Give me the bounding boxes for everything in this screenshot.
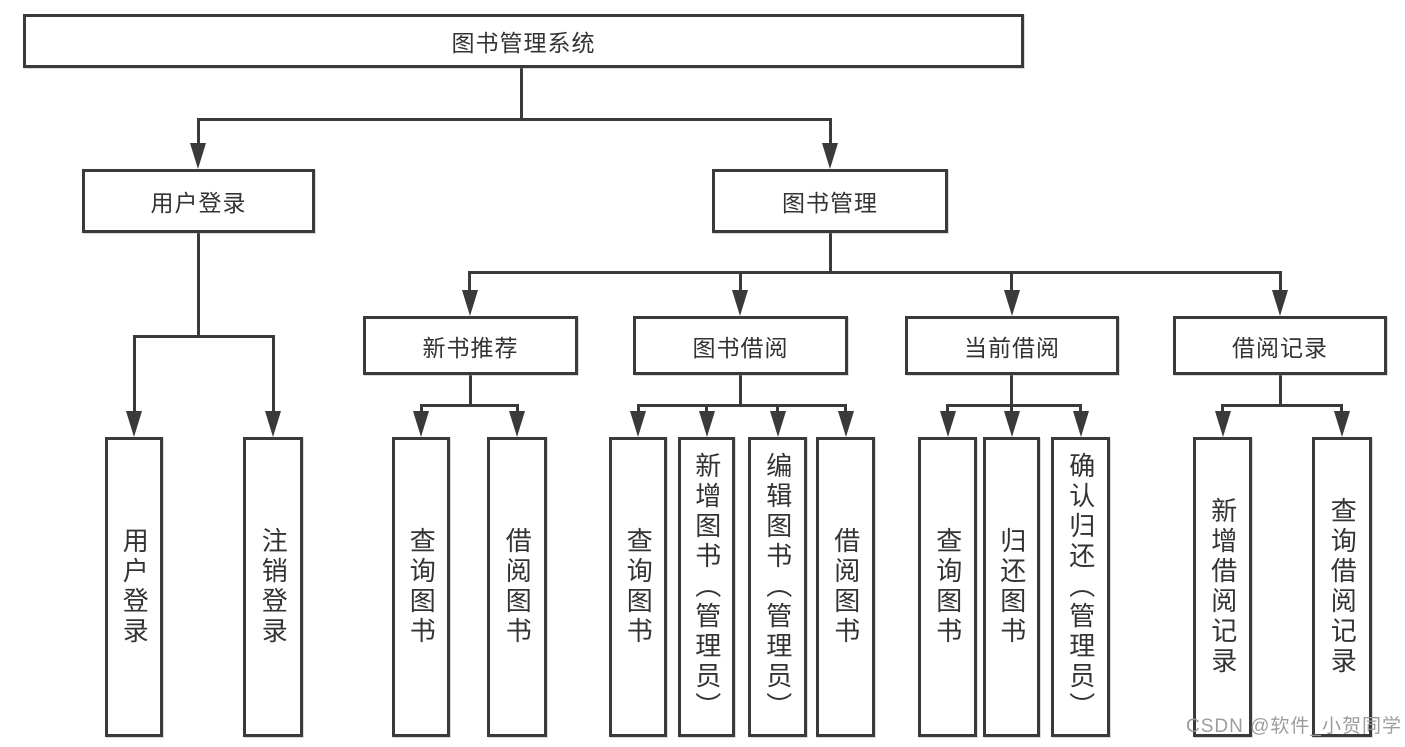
node-query-borrow-record-label: 查询借阅记录 [1327, 497, 1358, 677]
arrow-down-icon [190, 143, 206, 169]
node-book-mgmt-label: 图书管理 [782, 190, 878, 216]
node-user-login: 用户登录 [82, 169, 315, 233]
node-user-login-label: 用户登录 [150, 190, 247, 216]
arrow-down-icon [413, 411, 429, 437]
edge-drop-leaf [1340, 404, 1343, 413]
arrow-down-icon [265, 411, 281, 437]
edge-new-book-rec-stub [469, 375, 472, 407]
arrow-down-icon [462, 290, 478, 316]
edge-drop-leaf [420, 404, 423, 413]
edge-drop-book-borrow [739, 271, 742, 292]
node-edit-books-admin-label: 编辑图书（管理员） [762, 452, 793, 722]
node-borrow-books-borrow: 借阅图书 [816, 437, 875, 737]
edge-drop-leaf [1010, 404, 1013, 413]
node-book-borrow-label: 图书借阅 [692, 334, 789, 361]
node-query-borrow-record: 查询借阅记录 [1312, 437, 1372, 737]
edge-drop-leaf [705, 404, 708, 413]
arrow-down-icon [1215, 411, 1231, 437]
node-borrow-books-borrow-label: 借阅图书 [830, 527, 861, 647]
edge-drop-current-borrow [1010, 271, 1013, 292]
node-borrow-records: 借阅记录 [1173, 316, 1387, 375]
node-borrow-books-rec-label: 借阅图书 [502, 527, 533, 647]
arrow-down-icon [822, 143, 838, 169]
node-return-books: 归还图书 [983, 437, 1040, 737]
node-current-borrow: 当前借阅 [905, 316, 1119, 375]
node-borrow-books-rec: 借阅图书 [487, 437, 547, 737]
edge-user-login-bus [133, 335, 274, 338]
node-book-mgmt: 图书管理 [712, 169, 948, 233]
edge-book-mgmt-stub [829, 233, 832, 274]
edge-drop-leaf [844, 404, 847, 413]
node-logout-leaf-label: 注销登录 [258, 527, 289, 647]
node-confirm-return-admin-label: 确认归还（管理员） [1065, 452, 1096, 722]
arrow-down-icon [1004, 411, 1020, 437]
edge-drop-leaf [1221, 404, 1224, 413]
arrow-down-icon [770, 411, 786, 437]
node-login-leaf: 用户登录 [105, 437, 163, 737]
edge-drop-leaf [1079, 404, 1082, 413]
node-query-books-rec-label: 查询图书 [406, 527, 437, 647]
node-query-books-current: 查询图书 [918, 437, 977, 737]
edge-drop-leaf [516, 404, 519, 413]
node-query-books-borrow: 查询图书 [609, 437, 667, 737]
node-add-books-admin: 新增图书（管理员） [678, 437, 735, 737]
arrow-down-icon [940, 411, 956, 437]
edge-drop-leaf [946, 404, 949, 413]
edge-drop-borrow-records [1279, 271, 1282, 292]
arrow-down-icon [699, 411, 715, 437]
node-new-book-rec-label: 新书推荐 [422, 334, 519, 361]
arrow-down-icon [1272, 290, 1288, 316]
edge-book-borrow-bus [637, 404, 847, 407]
edge-drop-new-book-rec [468, 271, 471, 292]
node-borrow-records-label: 借阅记录 [1232, 334, 1328, 361]
arrow-down-icon [630, 411, 646, 437]
node-add-borrow-record-label: 新增借阅记录 [1207, 497, 1238, 677]
arrow-down-icon [509, 411, 525, 437]
arrow-down-icon [732, 290, 748, 316]
node-edit-books-admin: 编辑图书（管理员） [748, 437, 807, 737]
arrow-down-icon [1334, 411, 1350, 437]
edge-user-login-stub [197, 233, 200, 337]
node-add-borrow-record: 新增借阅记录 [1193, 437, 1252, 737]
node-add-books-admin-label: 新增图书（管理员） [691, 452, 722, 722]
node-query-books-borrow-label: 查询图书 [623, 527, 654, 647]
edge-root-stub [520, 68, 523, 121]
node-new-book-rec: 新书推荐 [363, 316, 578, 375]
edge-borrow-records-bus [1221, 404, 1343, 407]
edge-drop-logout-leaf [272, 335, 275, 413]
edge-book-mgmt-bus [469, 271, 1282, 274]
edge-drop-book-mgmt [829, 118, 832, 145]
edge-root-bus [197, 118, 832, 121]
node-confirm-return-admin: 确认归还（管理员） [1051, 437, 1110, 737]
csdn-watermark: CSDN @软件_小贺同学 [1186, 716, 1402, 737]
node-root-label: 图书管理系统 [451, 30, 596, 56]
node-query-books-rec: 查询图书 [392, 437, 450, 737]
edge-current-borrow-bus [946, 404, 1082, 407]
edge-borrow-records-stub [1279, 375, 1282, 407]
arrow-down-icon [1004, 290, 1020, 316]
node-login-leaf-label: 用户登录 [119, 527, 150, 647]
edge-drop-login-leaf [133, 335, 136, 413]
arrow-down-icon [126, 411, 142, 437]
node-logout-leaf: 注销登录 [243, 437, 303, 737]
node-return-books-label: 归还图书 [996, 527, 1027, 647]
edge-book-borrow-stub [739, 375, 742, 407]
node-query-books-current-label: 查询图书 [932, 527, 963, 647]
edge-drop-leaf [637, 404, 640, 413]
edge-drop-leaf [776, 404, 779, 413]
edge-new-book-rec-bus [420, 404, 519, 407]
edge-current-borrow-stub [1010, 375, 1013, 407]
arrow-down-icon [838, 411, 854, 437]
edge-drop-user-login [197, 118, 200, 145]
node-root: 图书管理系统 [23, 14, 1024, 68]
node-current-borrow-label: 当前借阅 [964, 334, 1060, 361]
arrow-down-icon [1073, 411, 1089, 437]
node-book-borrow: 图书借阅 [633, 316, 848, 375]
